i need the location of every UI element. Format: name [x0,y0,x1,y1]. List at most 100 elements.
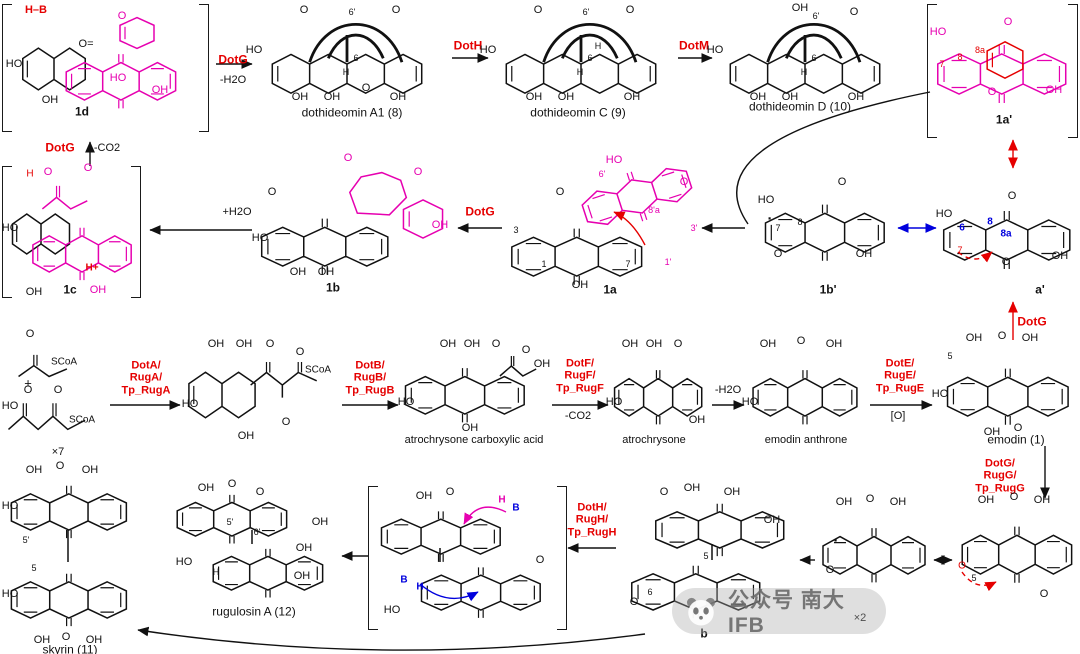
diagram-label: HO [605,153,623,166]
diagram-label: OH [295,541,313,554]
diagram-label: 5 [971,572,977,583]
diagram-label: 1b [325,280,341,295]
diagram-label: HO [109,71,127,84]
diagram-label: H [26,168,34,180]
panda-icon [684,594,718,628]
diagram-label: O [1039,587,1049,600]
diagram-label: OH [749,90,767,103]
diagram-label: OH [683,481,701,494]
diagram-label: DotG [218,52,248,67]
diagram-label: 8'a [648,204,660,215]
diagram-label: 6 [959,222,965,234]
diagram-label: H [416,581,424,593]
reaction-arrow [463,506,507,525]
diagram-label: O [837,175,847,188]
diagram-label: DotE/ RugE/ Tp_RugE [875,357,925,395]
diagram-label: 5 [703,550,709,561]
diagram-label: 1a' [995,112,1013,127]
diagram-label: OH [1033,493,1051,506]
diagram-label: OH [235,337,253,350]
diagram-label: B [400,574,408,586]
diagram-label: [O] [890,409,906,422]
diagram-label: O [1003,15,1013,28]
diagram-label: OH [763,513,781,526]
diagram-label: HO [245,43,263,56]
diagram-label: 6' [253,526,261,537]
diagram-label: 5' [226,516,234,527]
diagram-label: OH [439,337,457,350]
diagram-label: dothideomin A1 (8) [301,105,403,120]
diagram-label: DotG [1017,314,1047,329]
diagram-label: DotG/ RugG/ Tp_RugG [975,457,1025,495]
diagram-label: OH [1021,331,1039,344]
diagram-label: OH [461,421,479,434]
diagram-label: OH [847,90,865,103]
diagram-label: O [53,383,63,396]
diagram-label: OH [723,485,741,498]
diagram-label: atrochrysone carboxylic acid [404,433,544,446]
diagram-label: b [700,626,708,641]
diagram-label: dothideomin C (9) [530,105,626,120]
diagram-label: 6' [348,6,356,17]
diagram-label: SCoA [304,364,332,376]
diagram-label: HO [181,397,199,410]
diagram-label: O [773,247,783,260]
diagram-label: skyrin (11) [42,642,98,654]
diagram-label: O [679,175,689,188]
diagram-label: O [265,337,275,350]
diagram-label: OH [688,413,706,426]
diagram-label: +H2O [222,205,252,218]
diagram-label: O [445,485,455,498]
diagram-label: 6 [353,52,359,63]
reaction-arrow [613,211,646,246]
diagram-label: DotB/ RugB/ Tp_RugB [345,359,395,397]
diagram-label: 8a [1000,228,1012,240]
diagram-label: O [295,345,305,358]
diagram-label: 8 [797,216,803,227]
diagram-label: OH [463,337,481,350]
diagram-label: H [594,40,602,51]
diagram-label: OH [889,495,907,508]
diagram-label: H+ [85,262,99,274]
diagram-label: OH [983,425,1001,438]
diagram-label: O [533,3,543,16]
diagram-label: HO [383,603,401,616]
diagram-label: OH [207,337,225,350]
diagram-label: OH [389,90,407,103]
reaction-arrow [137,626,646,651]
diagram-label: OH [311,515,329,528]
diagram-label: O [796,334,806,347]
diagram-label: HO [605,395,623,408]
diagram-label: O [555,185,565,198]
diagram-label: SCoA [50,356,78,368]
diagram-label: DotG [465,204,495,219]
watermark-text: 公众号 南大IFB [728,589,845,637]
diagram-label: OH [759,337,777,350]
diagram-label: · [833,532,839,550]
diagram-label: 7 [625,258,631,269]
diagram-label: OH [855,247,873,260]
diagram-label: HO [5,57,23,70]
diagram-label: OH [645,337,663,350]
diagram-label: HO [1,587,19,600]
diagram-label: OH [965,331,983,344]
reaction-arrow [736,91,931,225]
diagram-label: O [117,9,127,22]
diagram-label: HO [706,43,724,56]
diagram-label: O [227,477,237,490]
diagram-label: O [629,595,639,608]
diagram-label: OH [89,283,107,296]
diagram-label: 6 [647,586,653,597]
diagram-label: OH [237,429,255,442]
diagram-label: 8a [974,44,986,55]
diagram-label: 6' [582,6,590,17]
diagram-label: OH [151,83,169,96]
diagram-label: OH [835,495,853,508]
diagram-label: H [576,66,584,77]
left-bracket [2,4,12,132]
diagram-label: 1b' [819,282,837,297]
diagram-label: DotA/ RugA/ Tp_RugA [121,359,171,397]
right-bracket [131,166,141,298]
diagram-label: H [342,66,350,77]
